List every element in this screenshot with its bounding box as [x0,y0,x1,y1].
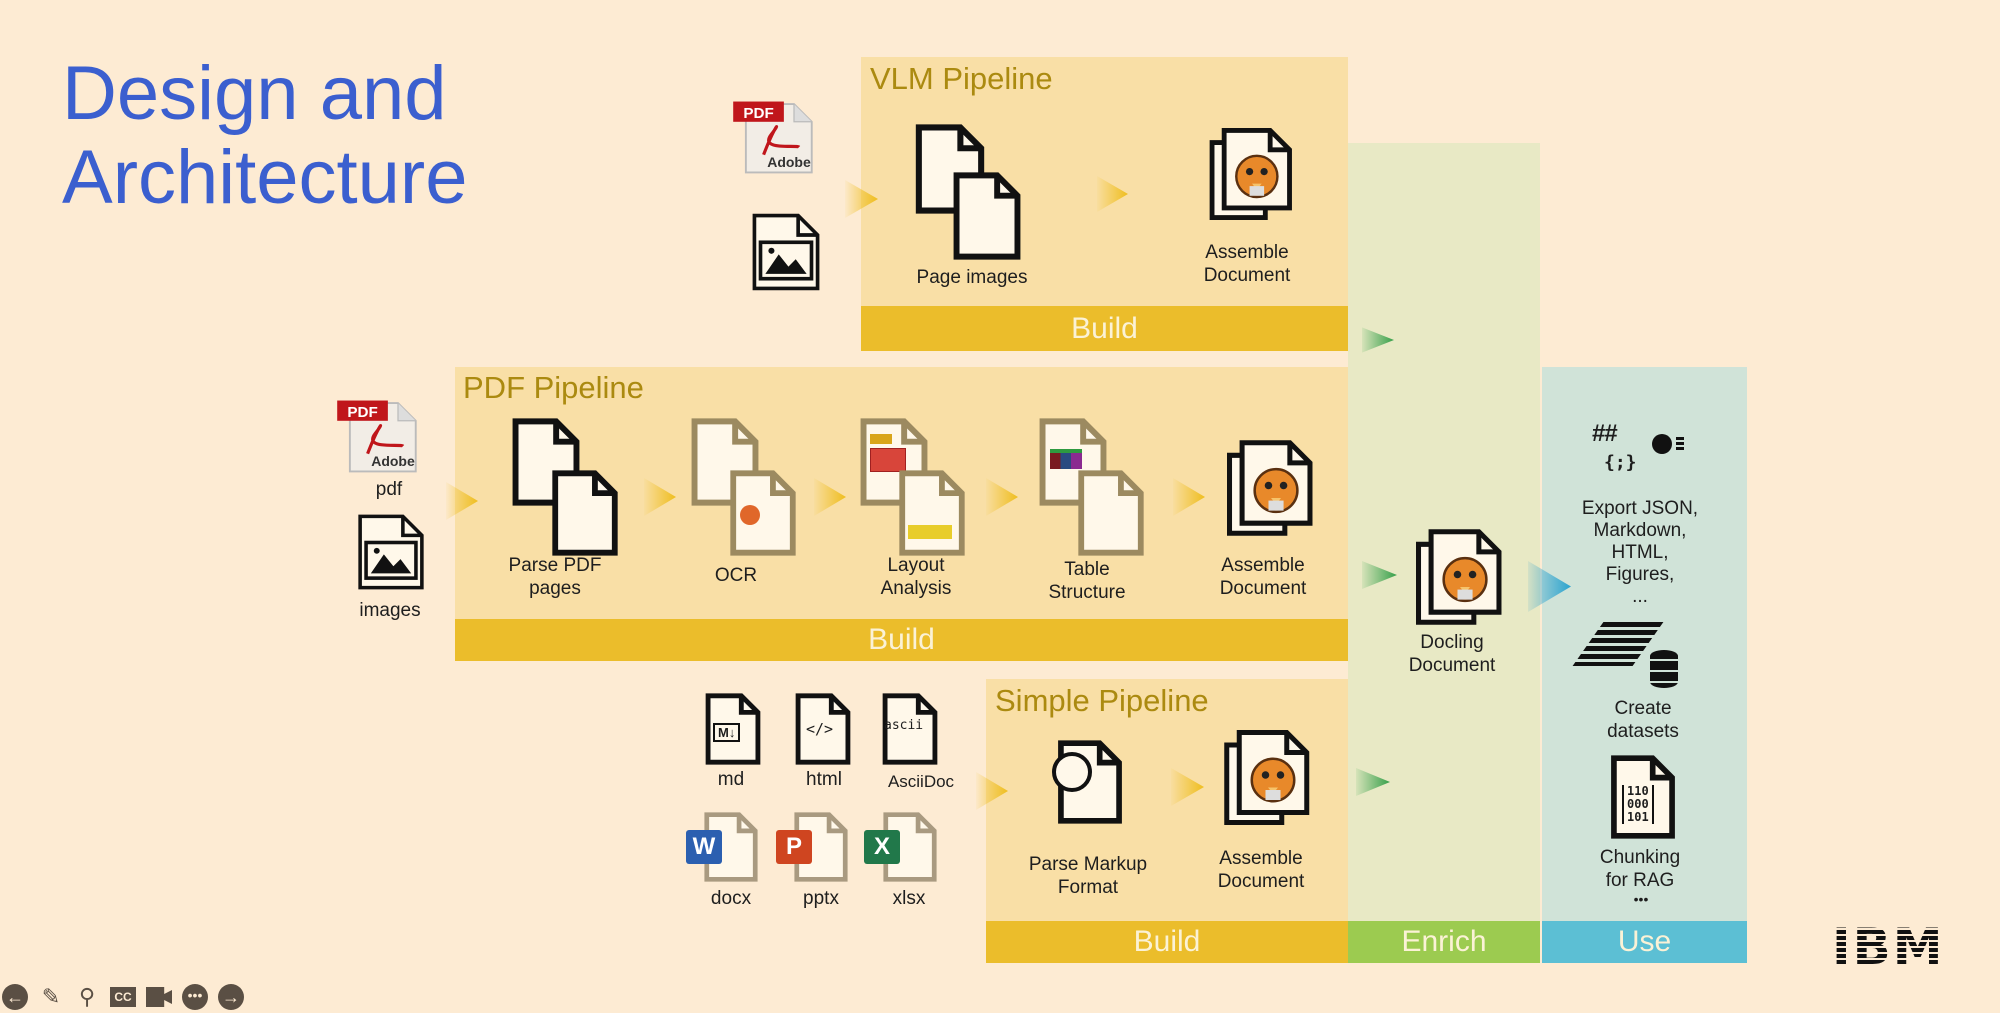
md-glyph: M↓ [713,723,741,742]
excel-icon: X [864,830,900,864]
table-structure-icon-2 [1075,470,1147,556]
zoom-icon[interactable]: ⚲ [78,984,96,1009]
enrich-bar: Enrich [1348,921,1540,963]
layout-analysis-label: Layout Analysis [880,555,952,599]
next-slide-button[interactable]: → [218,984,244,1010]
database-icon [1650,650,1678,688]
page-images-icon-2 [952,172,1022,260]
figure-highlight [908,525,952,539]
create-datasets-label: Create datasets [1607,698,1679,742]
text-highlight [870,434,892,444]
layout-analysis-icon-2 [896,470,968,556]
parse-pdf-label: Parse PDF pages [508,555,602,599]
vlm-build-bar: Build [861,306,1348,351]
parse-pdf-icon-2 [549,470,621,556]
adobe-label: Adobe [371,453,415,469]
captions-button[interactable]: CC [110,987,136,1007]
export-label: Export JSON, Markdown, HTML, Figures, ..… [1581,498,1699,607]
magnifier-icon [1052,752,1092,792]
pdf-pipeline-title: PDF Pipeline [463,370,644,405]
presentation-toolbar: ← ✎ ⚲ CC ••• → [2,984,244,1010]
image-file-icon [752,213,820,291]
simple-build-bar: Build [986,921,1348,963]
binary-bits: 110 000 101 [1622,785,1654,824]
pdf-input-label: pdf [375,479,403,500]
title-line-1: Design and [62,51,447,136]
markdown-hash-icon: ## [1592,420,1618,447]
xlsx-label: xlsx [892,888,926,909]
docx-label: docx [710,888,752,909]
powerpoint-icon: P [776,830,812,864]
assemble-document-icon [1209,128,1295,220]
images-input-icon [357,514,425,590]
vlm-pipeline-title: VLM Pipeline [870,61,1053,96]
table-grid [1050,449,1082,469]
table-structure-label: Table Structure [1048,559,1126,603]
ocr-label: OCR [714,565,758,586]
simple-pipeline-box: Simple Pipeline Build [986,679,1348,963]
more-options-button[interactable]: ••• [182,984,208,1010]
html-glyph: </> [806,720,834,738]
docling-document-label: Docling Document [1408,632,1496,676]
pdf-build-bar: Build [455,619,1348,661]
parse-markup-label: Parse Markup Format [1028,854,1148,898]
assemble-document-icon [1227,440,1315,536]
json-braces-icon: {;} [1604,452,1637,473]
docling-document-icon [1416,529,1504,625]
table-highlight [870,448,906,472]
pie-chart-icon [1652,434,1672,454]
more-dots: ••• [1633,891,1649,907]
simple-pipeline-title: Simple Pipeline [995,683,1209,718]
chunking-label: Chunking for RAG [1599,847,1681,891]
assemble-document-label: Assemble Document [1203,242,1291,286]
pie-chart-icon [740,505,760,525]
ibm-logo: IBM [1832,918,1945,976]
html-label: html [806,769,842,790]
ascii-glyph: ascii [884,718,924,733]
assemble-document-icon [1224,730,1312,825]
ocr-icon-2 [727,470,799,556]
legend-lines-icon [1676,437,1684,451]
pptx-label: pptx [803,888,839,909]
page-images-label: Page images [916,267,1028,288]
pen-icon[interactable]: ✎ [41,984,61,1009]
assemble-document-label: Assemble Document [1219,555,1307,599]
asciidoc-label: AsciiDoc [887,772,955,791]
previous-slide-button[interactable]: ← [2,984,28,1010]
assemble-document-label: Assemble Document [1217,848,1305,892]
camera-icon[interactable] [146,987,172,1007]
title-line-2: Architecture [62,135,468,220]
word-icon: W [686,830,722,864]
use-bar: Use [1542,921,1747,963]
images-input-label: images [359,600,421,621]
md-label: md [717,769,745,790]
adobe-label: Adobe [767,154,811,170]
